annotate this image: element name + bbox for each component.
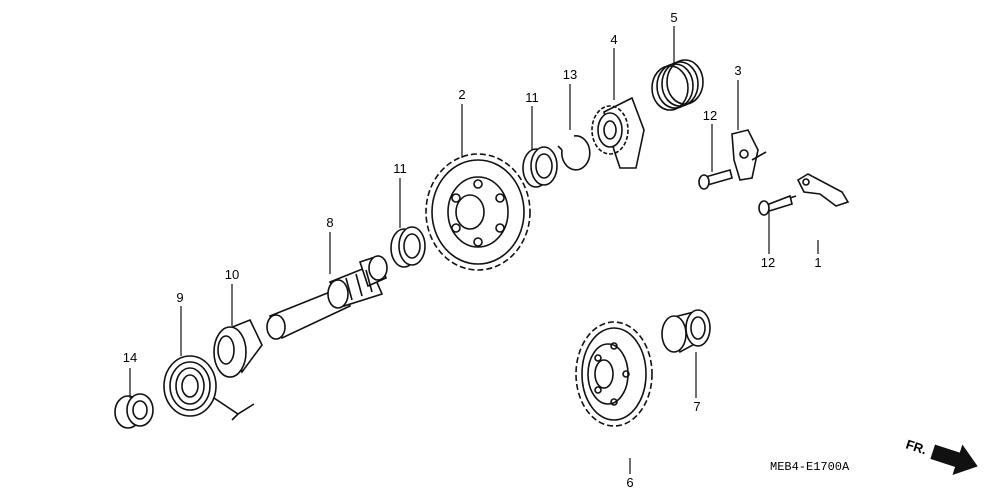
part-12-bolt-lower bbox=[758, 194, 793, 216]
part-6-idle-gear bbox=[575, 321, 653, 427]
front-direction-marker: FR. bbox=[904, 437, 978, 475]
part-7-bushing bbox=[661, 309, 711, 354]
part-3-guide-plate bbox=[731, 129, 767, 181]
callout-6: 6 bbox=[626, 475, 633, 490]
callout-10: 10 bbox=[225, 267, 239, 282]
callout-11-lower: 11 bbox=[393, 161, 407, 176]
front-arrow-icon bbox=[930, 444, 978, 475]
part-11-washer-upper bbox=[522, 146, 558, 188]
callout-2: 2 bbox=[458, 87, 465, 102]
part-11-washer-lower bbox=[390, 226, 426, 268]
part-12-bolt-upper bbox=[698, 169, 733, 190]
callout-4: 4 bbox=[610, 32, 617, 47]
part-2-drive-gear bbox=[425, 153, 531, 271]
part-10-bushing bbox=[213, 318, 263, 378]
part-9-kick-spring bbox=[163, 355, 255, 421]
callout-14: 14 bbox=[123, 350, 137, 365]
callout-labels: 1 2 3 4 5 6 7 8 9 10 11 11 12 12 13 14 bbox=[123, 10, 822, 490]
callout-12-upper: 12 bbox=[703, 108, 717, 123]
drawing-code: MEB4-E1700A bbox=[770, 460, 850, 474]
callout-12-lower: 12 bbox=[761, 255, 775, 270]
part-14-collar bbox=[114, 393, 154, 429]
part-13-circlip bbox=[557, 135, 591, 171]
callout-8: 8 bbox=[326, 215, 333, 230]
leader-lines bbox=[129, 26, 819, 474]
front-marker-label: FR. bbox=[904, 437, 929, 458]
callout-3: 3 bbox=[734, 63, 741, 78]
part-8-spindle bbox=[266, 254, 388, 340]
callout-1: 1 bbox=[814, 255, 821, 270]
callout-5: 5 bbox=[670, 10, 677, 25]
part-4-ratchet bbox=[591, 96, 645, 169]
callout-9: 9 bbox=[176, 290, 183, 305]
part-5-ratchet-spring bbox=[651, 59, 704, 111]
callout-13: 13 bbox=[563, 67, 577, 82]
callout-7: 7 bbox=[693, 399, 700, 414]
callout-11-upper: 11 bbox=[525, 90, 539, 105]
part-1-stopper-plate bbox=[783, 173, 850, 207]
